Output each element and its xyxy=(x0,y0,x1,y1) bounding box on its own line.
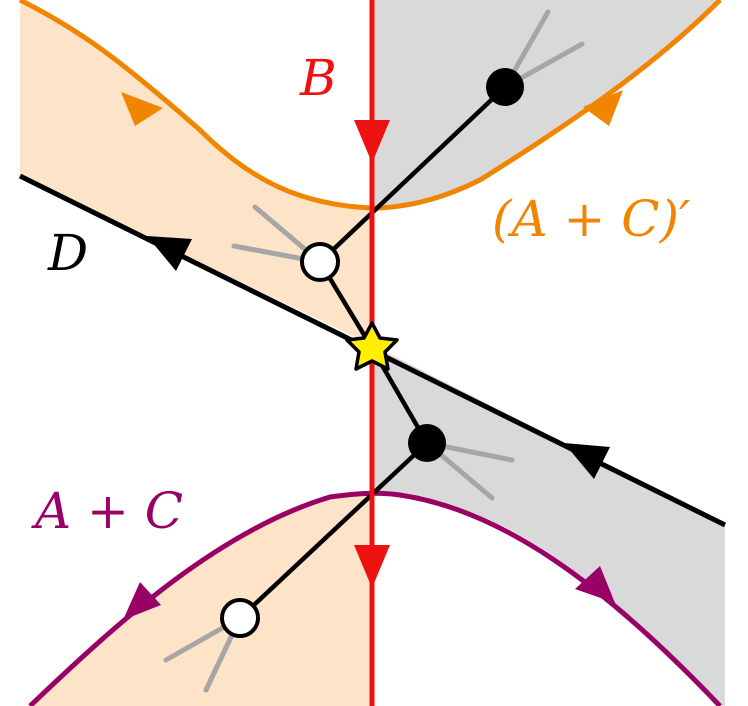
arrowhead-icon-orange-right xyxy=(583,90,623,126)
open-circle-icon-lower xyxy=(220,598,260,638)
arrowhead-icon-orange-left xyxy=(121,92,163,126)
label-b: B xyxy=(299,49,337,107)
gray-region-upper xyxy=(372,0,720,208)
arrowhead-icon-d-upper xyxy=(147,236,192,271)
arrowhead-icon-purple-left xyxy=(123,582,161,620)
arrowhead-icon-red-bottom xyxy=(354,545,390,588)
filled-circle-icon-middle xyxy=(408,424,446,462)
star-icon xyxy=(345,321,399,371)
gray-region-lower xyxy=(372,345,725,706)
arrowhead-icon-red-top xyxy=(354,120,390,163)
label-a-plus-c: A + C xyxy=(31,482,183,540)
filled-circle-icon-top xyxy=(486,68,524,106)
peach-region-upper xyxy=(20,0,372,345)
label-d: D xyxy=(47,224,88,282)
open-circle-icon-upper xyxy=(300,242,340,282)
arrowhead-icon-d-lower xyxy=(564,443,610,479)
label-a-plus-c-prime: (A + C)′ xyxy=(492,190,691,248)
peach-region-lower xyxy=(30,493,372,706)
arrowhead-icon-purple-right xyxy=(575,566,615,603)
